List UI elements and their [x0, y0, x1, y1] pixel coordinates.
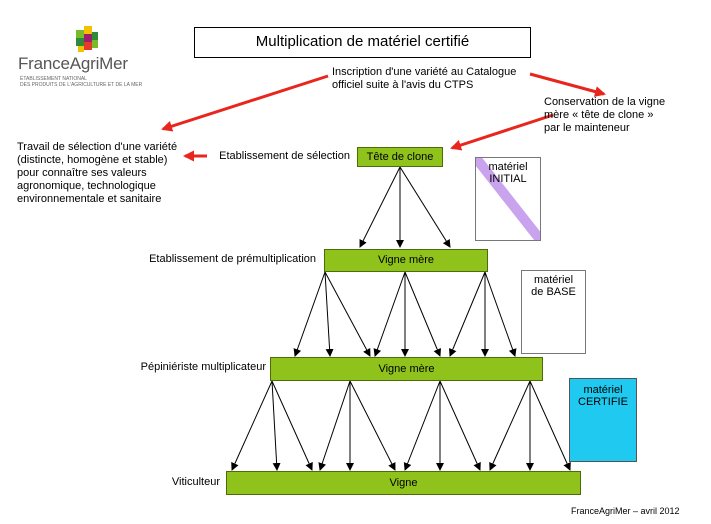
material-initial-line1: matériel [488, 161, 528, 173]
note-inscription-line1: Inscription d'une variété au Catalogue [332, 66, 517, 78]
logo-name: FranceAgriMer [18, 54, 128, 73]
note-travail-line2: (distincte, homogène et stable) [17, 154, 168, 166]
note-travail-line5: environnementale et sanitaire [17, 193, 162, 205]
red-arrows [161, 72, 606, 162]
material-initial-box: matériel INITIAL [475, 157, 541, 241]
material-certifie-line1: matériel [583, 384, 623, 396]
note-travail-line4: agronomique, technologique [17, 180, 156, 192]
logo-subtitle: ÉTABLISSEMENT NATIONAL DES PRODUITS DE L… [20, 76, 170, 88]
page-title: Multiplication de matériel certifié [194, 27, 531, 58]
material-certifie-line2: CERTIFIE [578, 396, 628, 408]
footer: FranceAgriMer – avril 2012 [571, 506, 680, 516]
logo-icon [76, 26, 98, 52]
note-conservation-line1: Conservation de la vigne [544, 96, 666, 108]
note-inscription: Inscription d'une variété au Catalogue o… [332, 66, 516, 92]
box-vigne-mere-pepinieriste: Vigne mère [270, 357, 543, 381]
note-travail: Travail de sélection d'une variété (dist… [17, 141, 177, 206]
stage-label-selection: Etablissement de sélection [219, 150, 350, 162]
box-vigne: Vigne [226, 471, 581, 495]
stage-label-viticulteur: Viticulteur [171, 476, 220, 488]
initial-stripe [476, 158, 540, 240]
stage-label-pepinieriste: Pépiniériste multiplicateur [140, 361, 266, 373]
logo-subtitle-line2: DES PRODUITS DE L'AGRICULTURE ET DE LA M… [20, 82, 143, 88]
box-vigne-mere-premult: Vigne mère [324, 249, 488, 272]
material-certifie-box: matériel CERTIFIE [569, 378, 637, 462]
arrows-pepi-to-vigne [231, 380, 571, 471]
franceagrimer-logo: FranceAgriMer ÉTABLISSEMENT NATIONAL DES… [18, 24, 188, 104]
note-conservation-line3: par le mainteneur [544, 122, 630, 134]
material-base-line2: de BASE [531, 286, 576, 298]
note-conservation: Conservation de la vigne mère « tête de … [544, 96, 665, 135]
note-travail-line3: pour connaître ses valeurs [17, 167, 147, 179]
logo-subtitle-line1: ÉTABLISSEMENT NATIONAL [20, 76, 87, 82]
box-tete-de-clone: Tête de clone [357, 147, 443, 167]
material-base-line1: matériel [533, 274, 574, 286]
note-travail-line1: Travail de sélection d'une variété [17, 141, 178, 153]
note-conservation-line2: mère « tête de clone » [544, 109, 654, 121]
stage-label-premultiplication: Etablissement de prémultiplication [149, 253, 316, 265]
material-base-box: matériel de BASE [521, 270, 586, 354]
note-inscription-line2: officiel suite à l'avis du CTPS [332, 79, 474, 91]
material-initial-line2: INITIAL [489, 173, 527, 185]
arrows-premult-to-pepi [293, 271, 517, 357]
arrows-tete-to-premult [359, 166, 451, 248]
material-initial-text: matériel INITIAL [476, 158, 540, 185]
